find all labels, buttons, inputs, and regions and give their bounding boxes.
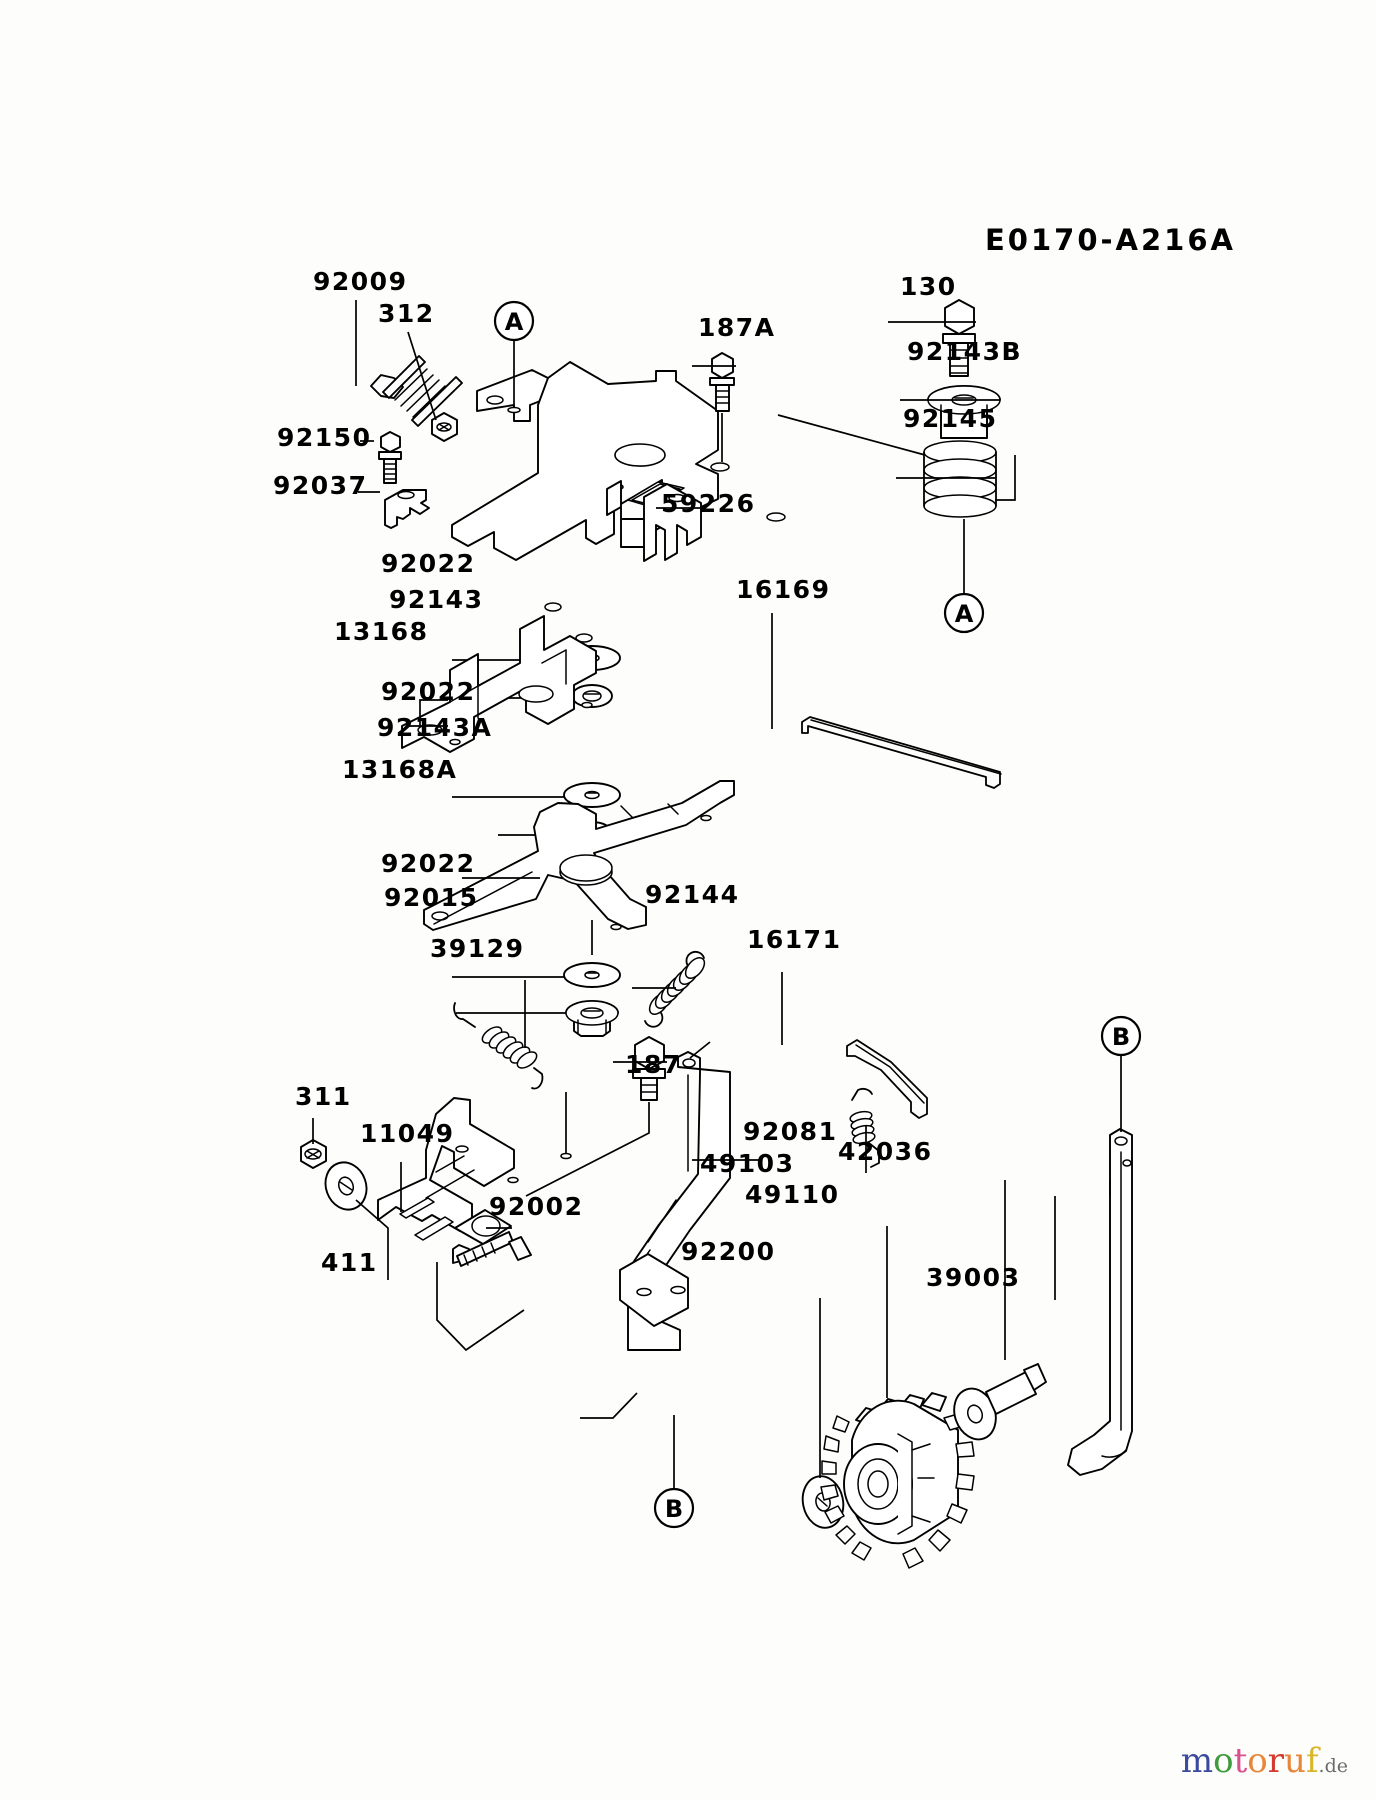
- watermark-letter-r: r: [1267, 1741, 1285, 1781]
- callout-311: 311: [295, 1082, 352, 1111]
- bubble-a-right-letter: A: [955, 600, 974, 628]
- part-bolt-130: [942, 299, 976, 377]
- leader-187-assembly: [525, 1102, 650, 1197]
- part-bracket-59226: [451, 361, 786, 643]
- watermark-letter-f: f: [1305, 1741, 1319, 1781]
- callout-59226: 59226: [661, 489, 755, 518]
- leader-92145-to-bracket: [777, 414, 926, 456]
- callout-92022-c: 92022: [381, 849, 475, 878]
- callout-49110: 49110: [745, 1180, 839, 1209]
- callout-312: 312: [378, 299, 435, 328]
- leader-92145-bracket2: [995, 455, 1016, 501]
- spring-39129-anchor-point: [560, 1152, 572, 1160]
- bubble-a-top: A: [493, 300, 535, 342]
- watermark-letter-m: m: [1180, 1741, 1214, 1781]
- part-bolt-92150: [378, 431, 402, 484]
- callout-49103: 49103: [700, 1149, 794, 1178]
- watermark-letter-t: t: [1233, 1741, 1248, 1781]
- callout-130: 130: [900, 272, 957, 301]
- callout-92002: 92002: [489, 1192, 583, 1221]
- callout-92143B: 92143B: [907, 337, 1022, 366]
- callout-39129: 39129: [430, 934, 524, 963]
- part-spring-92081: [849, 1087, 880, 1168]
- part-spring-92144: [644, 950, 706, 1028]
- callout-92150: 92150: [277, 423, 371, 452]
- bubble-b-right-letter: B: [1112, 1023, 1130, 1051]
- part-rod-16171: [846, 1039, 928, 1119]
- part-nut-312: [431, 412, 458, 442]
- callout-11049: 11049: [360, 1119, 454, 1148]
- callout-187: 187: [625, 1050, 682, 1079]
- leader-411: [355, 1199, 389, 1280]
- part-governor-lever-39003: [1067, 1128, 1133, 1476]
- part-washer-92200: [801, 1475, 845, 1529]
- watermark-suffix: .de: [1318, 1755, 1348, 1777]
- callout-92081: 92081: [743, 1117, 837, 1146]
- watermark-letter-o2: o: [1247, 1741, 1268, 1781]
- callout-92144: 92144: [645, 880, 739, 909]
- callout-92037: 92037: [273, 471, 367, 500]
- leader-b-bottom-branch: [580, 1392, 638, 1419]
- part-lever-13168: [401, 615, 597, 753]
- leader-13168-bend: [419, 699, 448, 726]
- callout-92200: 92200: [681, 1237, 775, 1266]
- part-spring-92145: [923, 440, 997, 518]
- callout-92022-b: 92022: [381, 677, 475, 706]
- callout-13168A: 13168A: [342, 755, 457, 784]
- part-bolt-187a: [709, 352, 735, 412]
- part-bracket-11049: [377, 1097, 519, 1245]
- callout-92145: 92145: [903, 404, 997, 433]
- watermark-letter-u: u: [1284, 1741, 1306, 1781]
- diagram-title: E0170-A216A: [985, 223, 1236, 257]
- part-shaft-42036: [953, 1363, 1047, 1441]
- callout-411: 411: [321, 1248, 378, 1277]
- part-bolt-92002: [452, 1231, 532, 1267]
- bubble-b-bottom: B: [653, 1487, 695, 1529]
- callout-16169: 16169: [736, 575, 830, 604]
- part-spring-39129: [453, 1002, 544, 1090]
- part-nut-311: [300, 1139, 327, 1169]
- bubble-b-bottom-letter: B: [665, 1495, 683, 1523]
- part-washer-92022-b: [563, 782, 621, 808]
- watermark-motoruf: motoruf.de: [1181, 1744, 1348, 1778]
- callout-92143A: 92143A: [377, 713, 492, 742]
- part-governor-gear-49110: [820, 1392, 975, 1569]
- bubble-a-top-letter: A: [505, 308, 524, 336]
- leader-312: [407, 331, 437, 421]
- bubble-b-right: B: [1100, 1015, 1142, 1057]
- callout-92143: 92143: [389, 585, 483, 614]
- callout-92015: 92015: [384, 883, 478, 912]
- callout-92022-a: 92022: [381, 549, 475, 578]
- part-rod-16169: [801, 716, 1002, 789]
- part-washer-411: [324, 1161, 368, 1211]
- callout-92009: 92009: [313, 267, 407, 296]
- part-clamp-92037: [384, 489, 430, 529]
- callout-16171: 16171: [747, 925, 841, 954]
- callout-13168: 13168: [334, 617, 428, 646]
- callout-42036: 42036: [838, 1137, 932, 1166]
- part-bolt-187: [632, 1036, 666, 1101]
- part-nut-92015: [565, 1000, 619, 1037]
- part-washer-92022-c: [563, 962, 621, 988]
- callout-39003: 39003: [926, 1263, 1020, 1292]
- leader-49103-top: [689, 1041, 711, 1059]
- callout-187A: 187A: [698, 313, 776, 342]
- watermark-letter-o1: o: [1213, 1741, 1234, 1781]
- part-bolt-92009: [370, 355, 463, 427]
- part-arm-49103: [619, 1051, 731, 1351]
- bubble-a-right: A: [943, 592, 985, 634]
- bubble-a-top-point: [507, 406, 521, 414]
- part-lever-13168a: [423, 780, 735, 931]
- leader-92002-assembly: [436, 1262, 525, 1352]
